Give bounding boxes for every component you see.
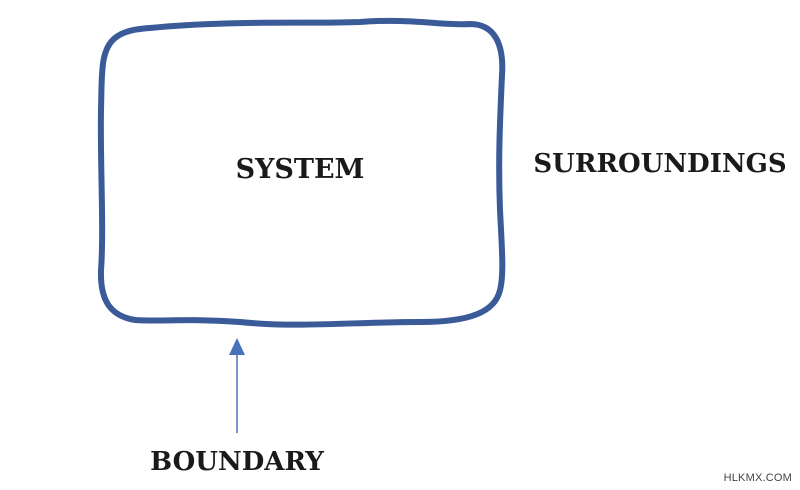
watermark-text: HLKMX.COM [723,472,792,484]
system-boundary-outline [97,17,506,328]
system-label: SYSTEM [236,154,365,185]
boundary-label: BOUNDARY [150,447,324,477]
surroundings-label: SURROUNDINGS [533,149,786,179]
boundary-arrow-head [229,338,245,355]
